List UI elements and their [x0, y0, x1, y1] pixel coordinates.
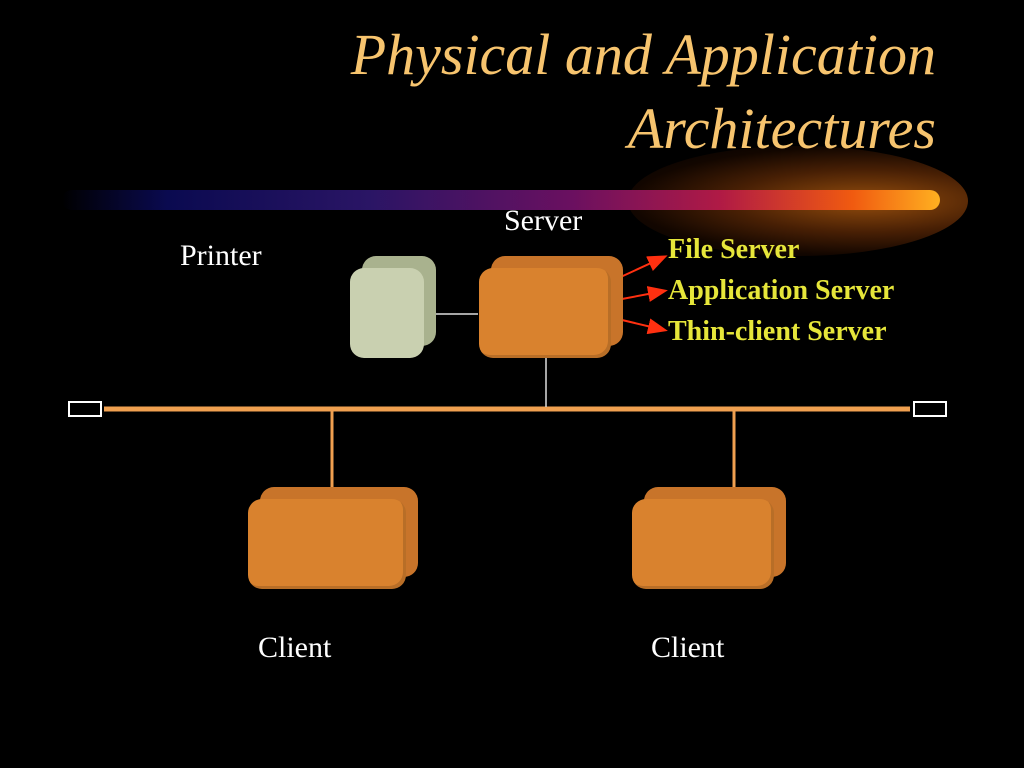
printer-label: Printer: [180, 239, 262, 272]
title-line-2: Architectures: [627, 96, 936, 161]
slide-title: Physical and Application Architectures: [136, 18, 936, 166]
server-device: [479, 256, 623, 358]
printer-device: [350, 256, 436, 358]
role-thin-client-server: Thin-client Server: [668, 316, 887, 347]
bus-terminator-right: [913, 401, 947, 417]
arrow-application-server: [621, 286, 668, 302]
client-right-device: [632, 487, 786, 589]
client-left-label: Client: [258, 631, 332, 664]
server-label: Server: [504, 204, 583, 237]
role-file-server: File Server: [668, 234, 800, 265]
client-left-device: [248, 487, 418, 589]
arrow-thin-client-server: [621, 318, 668, 335]
title-line-1: Physical and Application: [350, 22, 936, 87]
client-right-label: Client: [651, 631, 725, 664]
gradient-divider: [62, 190, 940, 210]
bus-terminator-left: [68, 401, 102, 417]
role-application-server: Application Server: [668, 275, 895, 306]
server-roles-list: File Server Application Server Thin-clie…: [668, 229, 894, 352]
